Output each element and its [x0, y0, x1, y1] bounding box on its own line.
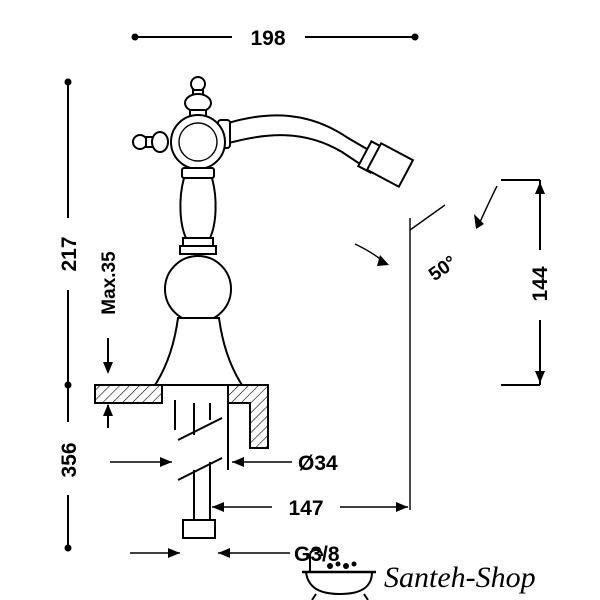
- dimension-hole-diameter: Ø34: [110, 452, 338, 475]
- dim-label-g38: G3/8: [294, 543, 340, 566]
- dimension-below-deck: 356: [58, 385, 81, 552]
- dimension-spout-height: 144: [501, 179, 552, 386]
- dimension-spout-reach: 147: [212, 497, 408, 520]
- dim-label-max35: Max.35: [99, 251, 120, 315]
- faucet-body: [132, 76, 415, 386]
- dimension-deck-max: Max.35: [99, 251, 120, 428]
- dimension-height-total: 217: [58, 78, 81, 389]
- dimension-width-top: 198: [131, 27, 419, 50]
- dim-label-144: 144: [529, 266, 552, 301]
- dim-label-198: 198: [250, 27, 285, 50]
- dim-label-50deg: 50°: [425, 252, 461, 286]
- dim-label-d34: Ø34: [298, 452, 338, 475]
- logo-text: Santeh-Shop: [384, 561, 536, 594]
- dim-label-147: 147: [288, 497, 323, 520]
- dimension-spout-angle: 50°: [354, 185, 498, 286]
- under-deck-shank: [174, 400, 229, 539]
- dim-label-356: 356: [58, 442, 81, 477]
- dimension-connection: G3/8: [130, 543, 340, 566]
- santeh-shop-logo: Santeh-Shop: [302, 548, 536, 600]
- bathtub-icon: [302, 548, 376, 600]
- dim-label-217: 217: [58, 236, 81, 271]
